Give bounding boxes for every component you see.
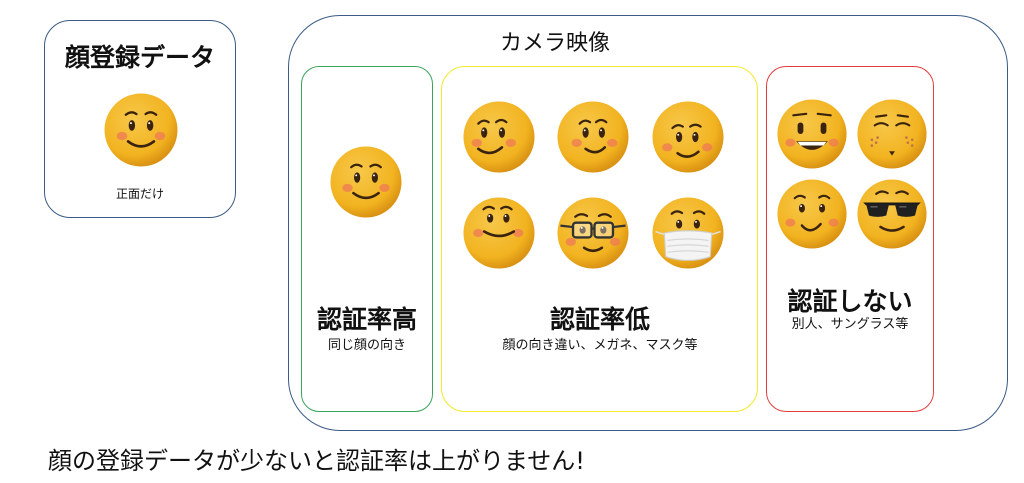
face-icon-high: [330, 146, 402, 218]
face-icon-low-2: [557, 101, 629, 173]
high-auth-subtitle: 同じ顔の向き: [327, 338, 407, 353]
registered-data-caption: 正面だけ: [115, 187, 165, 201]
no-auth-title: 認証しない: [787, 287, 913, 316]
group-high-auth: [301, 66, 433, 412]
face-icon-registered: [104, 93, 178, 167]
sunglasses-face-icon: [857, 179, 927, 249]
glasses-face-icon: [557, 197, 629, 269]
footer-note: 顔の登録データが少ないと認証率は上がりません!: [48, 447, 585, 475]
mask-face-icon: [652, 197, 724, 269]
face-icon-low-4: [463, 197, 535, 269]
face-icon-none-1: [777, 99, 847, 169]
camera-feed-title: カメラ映像: [499, 31, 611, 56]
face-icon-low-1: [463, 101, 535, 173]
low-auth-subtitle: 顔の向き違い、メガネ、マスク等: [502, 338, 698, 353]
face-icon-low-3: [652, 101, 724, 173]
high-auth-title: 認証率高: [316, 305, 418, 334]
registered-data-title: 顔登録データ: [64, 43, 216, 72]
no-auth-subtitle: 別人、サングラス等: [791, 317, 909, 332]
face-icon-none-3: [777, 179, 847, 249]
low-auth-title: 認証率低: [549, 305, 651, 334]
face-icon-none-2: [857, 99, 927, 169]
